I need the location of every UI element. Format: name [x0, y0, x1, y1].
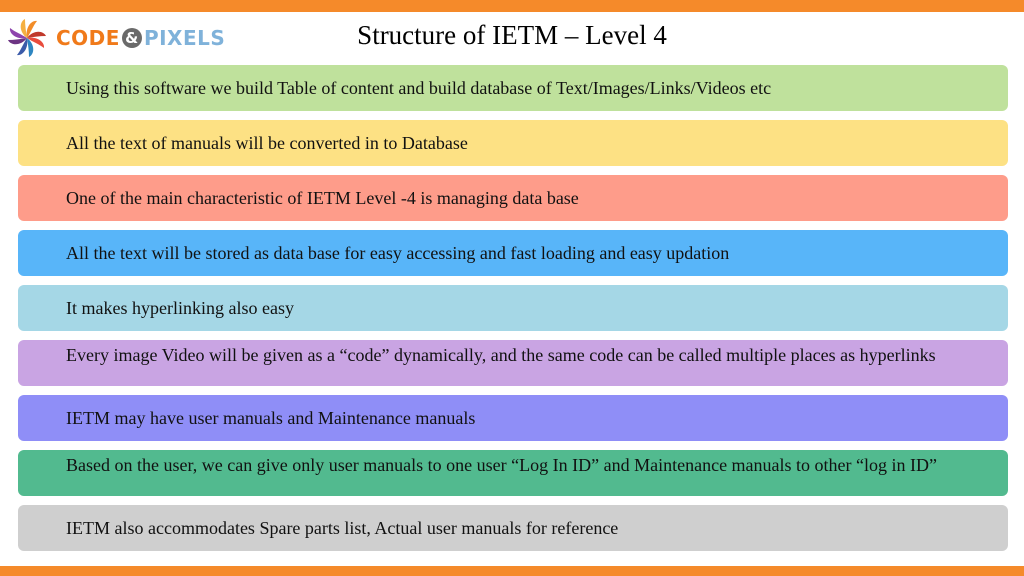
- list-item: It makes hyperlinking also easy: [18, 285, 1008, 331]
- pinwheel-logo-icon: [8, 19, 46, 57]
- list-item: Every image Video will be given as a “co…: [18, 340, 1008, 386]
- logo-ampersand: &: [121, 28, 142, 48]
- list-item-text: IETM also accommodates Spare parts list,…: [66, 518, 619, 538]
- list-item: IETM also accommodates Spare parts list,…: [18, 505, 1008, 551]
- list-item: Based on the user, we can give only user…: [18, 450, 1008, 496]
- logo-word-code: CODE: [56, 26, 120, 50]
- list-item: Using this software we build Table of co…: [18, 65, 1008, 111]
- list-item-text: All the text of manuals will be converte…: [66, 133, 468, 153]
- top-accent-bar: [0, 0, 1024, 12]
- list-item-text: Using this software we build Table of co…: [66, 78, 772, 98]
- slide-title: Structure of IETM – Level 4: [357, 20, 667, 50]
- company-logo: CODE & PIXELS: [6, 16, 225, 60]
- list-item: All the text will be stored as data base…: [18, 230, 1008, 276]
- list-item-text: Based on the user, we can give only user…: [66, 455, 938, 475]
- list-item-text: Every image Video will be given as a “co…: [66, 345, 936, 365]
- list-item: IETM may have user manuals and Maintenan…: [18, 395, 1008, 441]
- list-item-text: IETM may have user manuals and Maintenan…: [66, 408, 476, 428]
- logo-word-pixels: PIXELS: [143, 26, 226, 50]
- list-item-text: All the text will be stored as data base…: [66, 243, 730, 263]
- list-item: One of the main characteristic of IETM L…: [18, 175, 1008, 221]
- bottom-accent-bar: [0, 566, 1024, 576]
- logo-wordmark: CODE & PIXELS: [56, 26, 225, 50]
- list-item: All the text of manuals will be converte…: [18, 120, 1008, 166]
- list-item-text: It makes hyperlinking also easy: [66, 298, 294, 318]
- list-item-text: One of the main characteristic of IETM L…: [66, 188, 579, 208]
